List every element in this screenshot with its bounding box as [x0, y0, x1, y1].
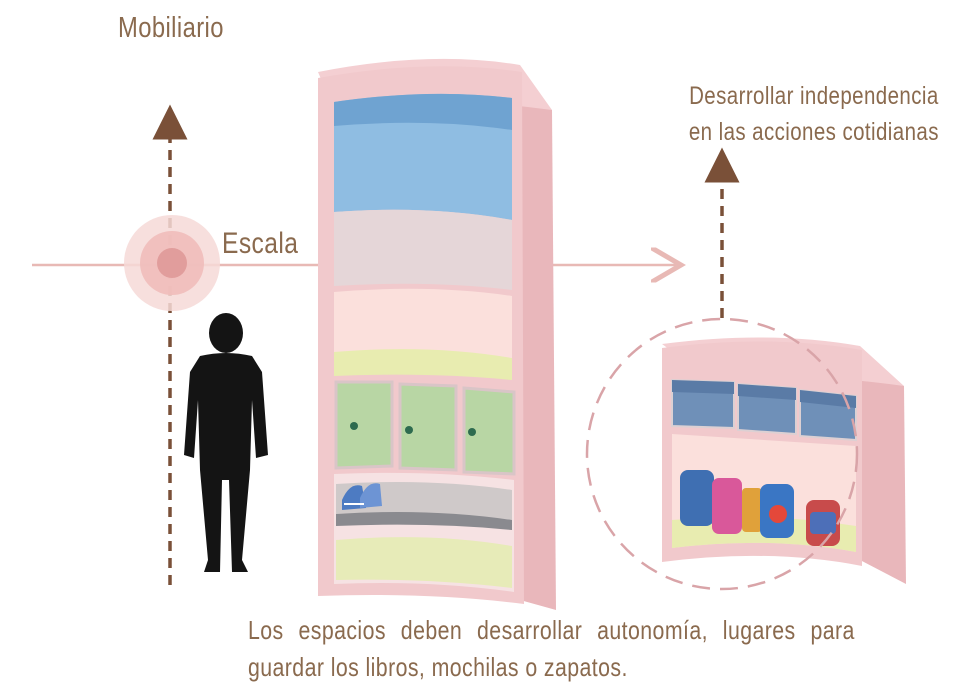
highlight-dashed-circle — [585, 317, 859, 591]
low-cabinet-illustration — [662, 337, 906, 584]
cabinet-doors — [334, 380, 516, 476]
scale-node — [124, 215, 220, 311]
scale-label: Escala — [222, 227, 299, 260]
goal-line-2: en las acciones cotidianas — [689, 118, 939, 146]
person-silhouette-icon — [184, 313, 268, 572]
goal-line-1: Desarrollar independencia — [689, 82, 939, 110]
shoes-icon — [342, 483, 382, 510]
diagram-title: Mobiliario — [118, 12, 224, 44]
goal-label: Desarrollar independencia en las accione… — [689, 78, 939, 150]
tall-cabinet-illustration — [318, 58, 556, 610]
caption-text: Los espacios deben desarrollar autonomía… — [248, 615, 855, 682]
